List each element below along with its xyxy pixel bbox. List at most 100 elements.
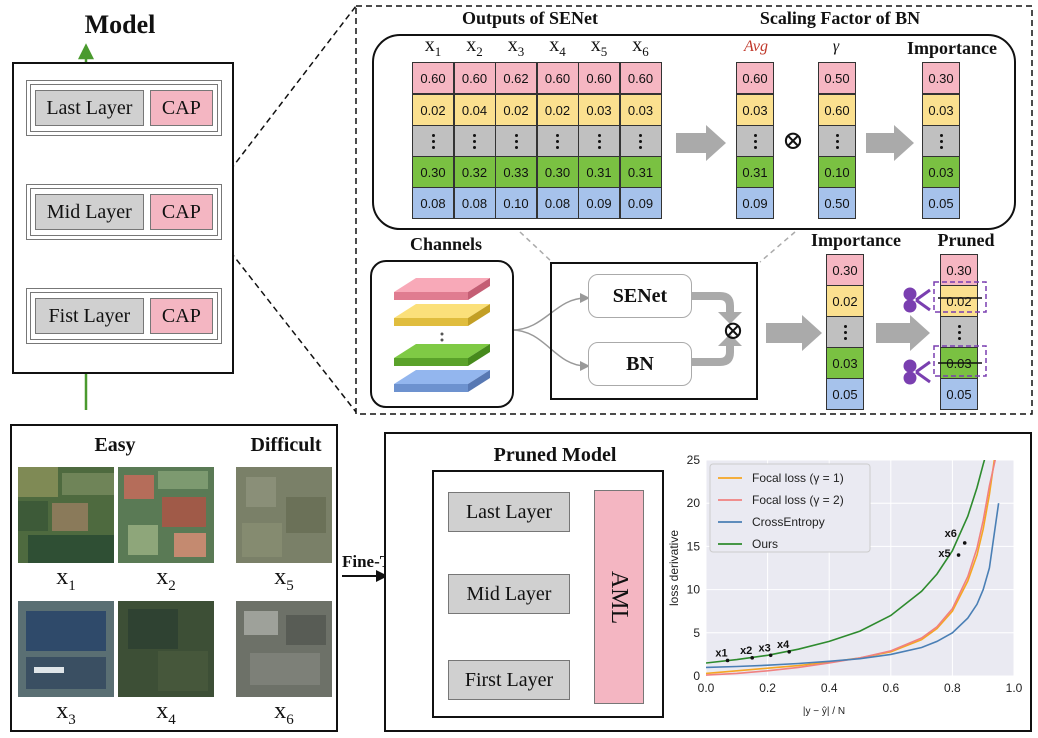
avg-label: Avg <box>744 38 768 55</box>
gamma-cell: 0.60 <box>818 94 856 126</box>
easy-image-x3 <box>18 601 114 697</box>
pruned-channel-frame <box>933 281 987 313</box>
pruned-channel-frame <box>933 345 987 377</box>
point-label: x1 <box>715 647 727 659</box>
importance2-cell <box>826 316 864 348</box>
last-layer-block: Last Layer CAP <box>26 80 222 136</box>
output-cell <box>495 125 537 157</box>
channel-yellow <box>394 304 490 326</box>
y-tick-label: 15 <box>687 539 701 553</box>
avg-cell: 0.03 <box>736 94 774 126</box>
importance2-cell: 0.03 <box>826 347 864 379</box>
gamma-cell: 0.10 <box>818 156 856 188</box>
gamma-cell <box>818 125 856 157</box>
model-title: Model <box>84 10 156 39</box>
point-label: x5 <box>938 548 950 560</box>
image-label-x1: x1 <box>56 564 76 594</box>
mid-layer: Mid Layer <box>35 194 144 230</box>
y-axis-label: loss derivative <box>667 530 681 606</box>
difficult-image-x6 <box>236 601 332 697</box>
output-cell <box>619 125 662 157</box>
channel-x-label: x2 <box>466 34 483 59</box>
pruned-mid-layer: Mid Layer <box>448 574 570 614</box>
image-label-x3: x3 <box>56 698 76 728</box>
legend-entry: CrossEntropy <box>752 515 825 529</box>
pruning-marks <box>903 281 987 385</box>
cap-module: CAP <box>149 90 213 126</box>
data-point <box>750 656 754 660</box>
output-cell: 0.30 <box>412 156 454 188</box>
output-cell: 0.10 <box>495 187 537 219</box>
output-cell: 0.60 <box>453 62 496 94</box>
data-point <box>956 553 961 557</box>
output-cell: 0.60 <box>578 62 620 94</box>
importance2-cell: 0.02 <box>826 285 864 317</box>
importance-cell: 0.30 <box>922 62 960 94</box>
importance-cell: 0.03 <box>922 94 960 126</box>
image-label-x2: x2 <box>156 564 176 594</box>
outputs-title: Outputs of SENet <box>461 8 599 28</box>
output-cell: 0.03 <box>619 94 662 126</box>
importance-cell <box>922 125 960 157</box>
channel-green <box>394 344 490 366</box>
series-line <box>706 460 996 675</box>
avg-cell: 0.09 <box>736 187 774 219</box>
output-cell: 0.02 <box>412 94 454 126</box>
point-label: x4 <box>777 639 790 651</box>
output-cell <box>578 125 620 157</box>
avg-cell: 0.60 <box>736 62 774 94</box>
data-point <box>725 658 730 663</box>
difficult-image-x5 <box>236 467 332 563</box>
cap-module: CAP <box>149 194 213 230</box>
model-box: Last Layer CAP Mid Layer CAP Fist Layer … <box>12 62 234 374</box>
output-cell: 0.02 <box>495 94 537 126</box>
output-cell <box>453 125 496 157</box>
last-layer: Last Layer <box>35 90 144 126</box>
data-point <box>962 541 967 545</box>
output-cell: 0.08 <box>412 187 454 219</box>
output-cell: 0.31 <box>619 156 662 188</box>
output-cell: 0.33 <box>495 156 537 188</box>
scissors-icon <box>903 287 931 313</box>
y-tick-label: 5 <box>693 626 700 640</box>
data-point <box>768 653 773 658</box>
easy-image-x2 <box>118 467 214 563</box>
first-layer: Fist Layer <box>35 298 144 334</box>
channel-x-label: x4 <box>549 34 566 59</box>
output-cell: 0.09 <box>578 187 620 219</box>
x-tick-label: 0.0 <box>698 681 715 695</box>
output-cell: 0.02 <box>536 94 579 126</box>
avg-cell <box>736 125 774 157</box>
x-tick-label: 0.4 <box>821 681 838 695</box>
bn-block: BN <box>588 342 692 386</box>
channel-x-label: x6 <box>632 34 649 59</box>
easy-image-x4 <box>118 601 214 697</box>
pruned-cell: 0.05 <box>940 378 978 410</box>
output-cell: 0.32 <box>453 156 496 188</box>
output-cell: 0.04 <box>453 94 496 126</box>
importance-cell: 0.03 <box>922 156 960 188</box>
aml-label: AML <box>606 570 633 624</box>
output-cell: 0.08 <box>536 187 579 219</box>
y-tick-label: 25 <box>687 453 701 467</box>
output-cell: 0.60 <box>412 62 454 94</box>
pruned-first-layer: First Layer <box>448 660 570 700</box>
channel-x-label: x1 <box>424 34 442 59</box>
y-tick-label: 20 <box>687 496 701 510</box>
x-axis-label: |y − ŷ| / N <box>803 706 845 717</box>
pruned-last-layer: Last Layer <box>448 492 570 532</box>
output-cell: 0.30 <box>536 156 579 188</box>
senet-block: SENet <box>588 274 692 318</box>
importance-cell: 0.05 <box>922 187 960 219</box>
channel-blue <box>394 370 490 392</box>
legend-entry: Focal loss (γ = 1) <box>752 471 844 485</box>
channel-x-label: x3 <box>507 34 525 59</box>
channels-label: Channels <box>409 234 483 254</box>
x-tick-label: 1.0 <box>1006 681 1023 695</box>
legend-entry: Focal loss (γ = 2) <box>752 493 844 507</box>
pruned-model-box <box>432 470 664 718</box>
avg-cell: 0.31 <box>736 156 774 188</box>
image-label-x6: x6 <box>274 698 294 728</box>
difficult-label: Difficult <box>250 434 322 456</box>
scaling-title: Scaling Factor of BN <box>759 8 921 28</box>
